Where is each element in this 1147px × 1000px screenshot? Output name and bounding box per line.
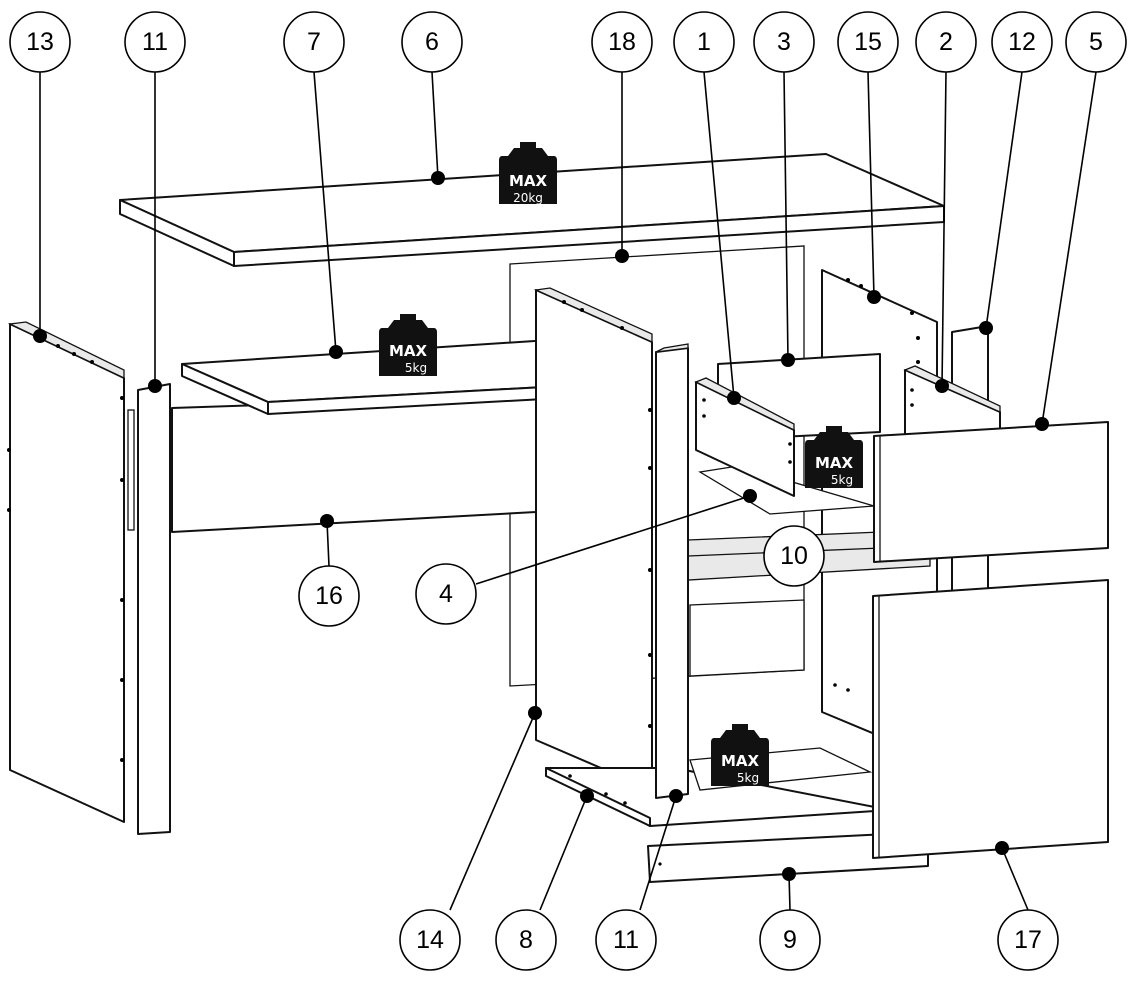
weight-bottom-max: MAX bbox=[721, 752, 760, 770]
weight-drawer-load: 5kg bbox=[831, 473, 853, 487]
svg-text:11: 11 bbox=[613, 926, 639, 954]
svg-text:3: 3 bbox=[777, 28, 791, 56]
part-back-panel-lower bbox=[689, 599, 805, 677]
callout-1: 1 bbox=[673, 11, 735, 73]
callout-4: 4 bbox=[415, 563, 477, 625]
leader-lines bbox=[39, 71, 1097, 911]
part-left-side-panel bbox=[9, 323, 125, 823]
callout-11-bottom: 11 bbox=[595, 909, 657, 971]
svg-text:9: 9 bbox=[783, 926, 797, 954]
weight-shelf-max: MAX bbox=[389, 342, 428, 360]
part-door bbox=[872, 579, 1109, 859]
callout-10: 10 bbox=[763, 525, 825, 587]
callout-6: 6 bbox=[401, 11, 463, 73]
weight-bottom-load: 5kg bbox=[737, 771, 759, 785]
svg-text:15: 15 bbox=[854, 28, 882, 56]
weight-top-load: 20kg bbox=[513, 191, 543, 205]
part-drawer-front bbox=[873, 421, 1109, 563]
callout-18: 18 bbox=[591, 11, 653, 73]
part-plinth bbox=[647, 831, 929, 883]
part-middle-partition bbox=[535, 289, 653, 791]
callout-17: 17 bbox=[997, 909, 1059, 971]
callout-14: 14 bbox=[399, 909, 461, 971]
svg-text:18: 18 bbox=[608, 28, 636, 56]
svg-text:10: 10 bbox=[780, 542, 808, 570]
part-front-post-right bbox=[655, 347, 689, 799]
weight-bottom: MAX 5kg bbox=[711, 724, 769, 786]
weight-top: MAX 20kg bbox=[499, 142, 557, 205]
callout-15: 15 bbox=[837, 11, 899, 73]
weight-shelf-load: 5kg bbox=[405, 361, 427, 375]
callout-16: 16 bbox=[298, 565, 360, 627]
svg-text:7: 7 bbox=[307, 28, 321, 56]
svg-text:17: 17 bbox=[1014, 926, 1042, 954]
svg-text:12: 12 bbox=[1008, 28, 1036, 56]
leader-dots bbox=[33, 171, 1049, 881]
svg-text:2: 2 bbox=[939, 28, 953, 56]
callout-12: 12 bbox=[991, 11, 1053, 73]
weight-drawer: MAX 5kg bbox=[805, 426, 863, 488]
svg-text:5: 5 bbox=[1089, 28, 1103, 56]
svg-text:11: 11 bbox=[142, 28, 168, 56]
svg-text:6: 6 bbox=[425, 28, 439, 56]
svg-text:14: 14 bbox=[416, 926, 444, 954]
callout-3: 3 bbox=[753, 11, 815, 73]
svg-text:1: 1 bbox=[697, 28, 711, 56]
weight-top-max: MAX bbox=[509, 172, 548, 190]
callout-8: 8 bbox=[495, 909, 557, 971]
callout-13: 13 bbox=[9, 11, 71, 73]
part-front-post-left bbox=[137, 383, 171, 835]
callout-11-top: 11 bbox=[124, 11, 186, 73]
callouts: 13 11 7 6 18 1 3 15 bbox=[9, 11, 1127, 971]
svg-text:8: 8 bbox=[519, 926, 533, 954]
callout-5: 5 bbox=[1065, 11, 1127, 73]
svg-text:16: 16 bbox=[315, 582, 343, 610]
callout-9: 9 bbox=[759, 909, 821, 971]
part-bottom-panel-front bbox=[545, 767, 651, 827]
part-back-rail bbox=[171, 395, 537, 533]
callout-7: 7 bbox=[283, 11, 345, 73]
svg-text:13: 13 bbox=[26, 28, 54, 56]
callout-2: 2 bbox=[915, 11, 977, 73]
weight-drawer-max: MAX bbox=[815, 454, 854, 472]
weight-shelf: MAX 5kg bbox=[379, 314, 437, 376]
svg-text:4: 4 bbox=[439, 580, 453, 608]
